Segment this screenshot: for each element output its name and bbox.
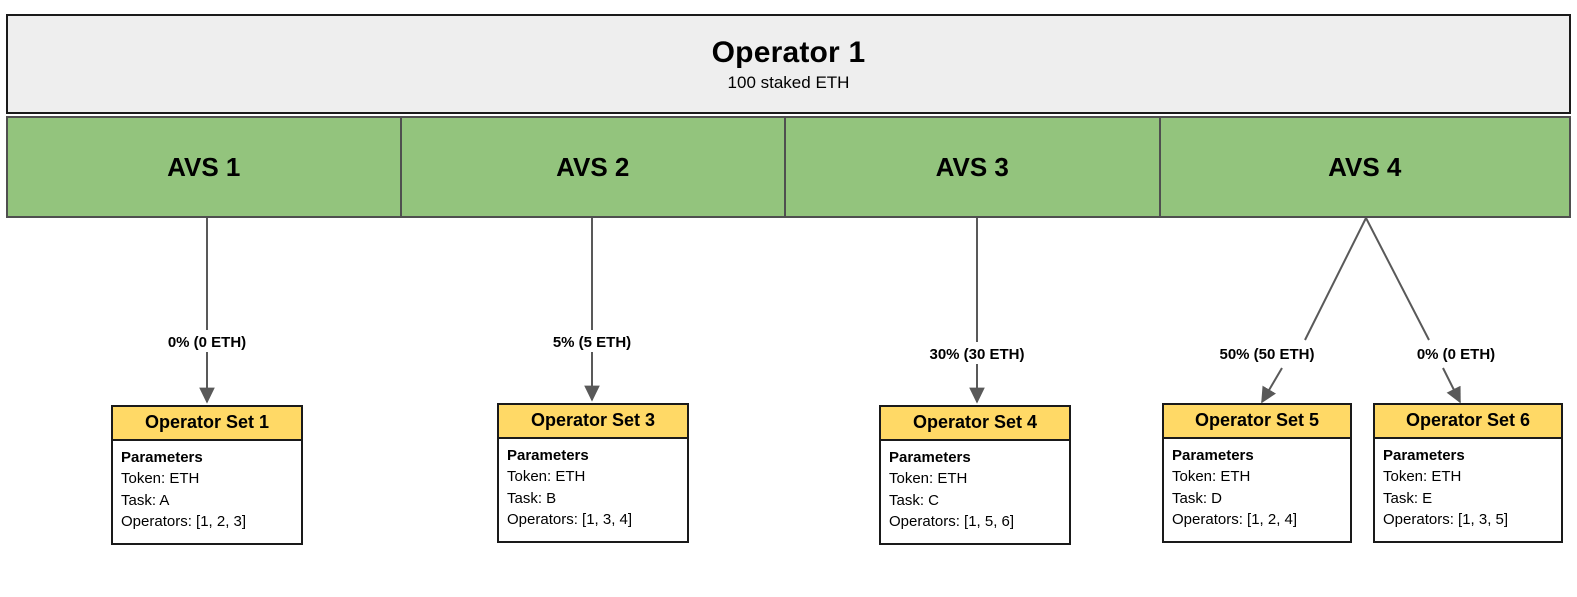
edge-label-avs3-opset4: 30% (30 ETH)	[926, 345, 1028, 364]
edge-avs4-opset6-upper	[1365, 217, 1430, 341]
parameters-label-6: Parameters	[1383, 447, 1465, 464]
operator-set-body-4: Parameters Token: ETH Task: C Operators:…	[881, 441, 1069, 540]
operator-set-title-1: Operator Set 1	[113, 407, 301, 441]
avs-label-4: AVS 4	[1328, 151, 1402, 182]
operator-set-body-5: Parameters Token: ETH Task: D Operators:…	[1164, 439, 1350, 538]
operators-line-4: Operators: [1, 5, 6]	[889, 512, 1015, 530]
operators-line-5: Operators: [1, 2, 4]	[1172, 510, 1298, 528]
operator-set-body-6: Parameters Token: ETH Task: E Operators:…	[1375, 439, 1561, 538]
parameters-label-3: Parameters	[507, 447, 589, 464]
edge-label-avs4-opset6: 0% (0 ETH)	[1413, 345, 1499, 364]
task-line-1: Task: A	[121, 491, 170, 509]
edge-label-avs1-opset1: 0% (0 ETH)	[164, 333, 250, 352]
edge-avs4-opset5-upper	[1304, 217, 1367, 341]
avs-cell-3[interactable]: AVS 3	[784, 116, 1161, 218]
edge-label-avs4-opset5: 50% (50 ETH)	[1216, 345, 1318, 364]
page-title: Operator 1	[711, 35, 866, 69]
token-line-3: Token: ETH	[507, 468, 586, 486]
operator-set-title-3: Operator Set 3	[499, 405, 687, 439]
avs-cell-4[interactable]: AVS 4	[1158, 116, 1571, 218]
avs-label-3: AVS 3	[935, 151, 1009, 182]
avs-cell-2[interactable]: AVS 2	[399, 116, 787, 218]
operator-set-body-3: Parameters Token: ETH Task: B Operators:…	[499, 439, 687, 538]
token-line-5: Token: ETH	[1172, 468, 1251, 486]
operators-line-3: Operators: [1, 3, 4]	[507, 510, 633, 528]
edge-avs4-opset6-lower	[1442, 367, 1461, 404]
token-line-6: Token: ETH	[1383, 468, 1462, 486]
edge-avs4-opset5-lower	[1261, 367, 1283, 404]
task-line-3: Task: B	[507, 489, 557, 507]
operator-set-box-3[interactable]: Operator Set 3 Parameters Token: ETH Tas…	[497, 403, 689, 543]
task-line-6: Task: E	[1383, 489, 1433, 507]
token-line-1: Token: ETH	[121, 470, 200, 488]
edge-label-avs2-opset3: 5% (5 ETH)	[549, 333, 635, 352]
operator-set-box-1[interactable]: Operator Set 1 Parameters Token: ETH Tas…	[111, 405, 303, 545]
avs-cell-1[interactable]: AVS 1	[6, 116, 402, 218]
parameters-label-5: Parameters	[1172, 447, 1254, 464]
avs-label-1: AVS 1	[167, 151, 241, 182]
operator-set-box-4[interactable]: Operator Set 4 Parameters Token: ETH Tas…	[879, 405, 1071, 545]
operator-set-box-5[interactable]: Operator Set 5 Parameters Token: ETH Tas…	[1162, 403, 1352, 543]
operator-stake-subtitle: 100 staked ETH	[727, 72, 850, 92]
operator-set-body-1: Parameters Token: ETH Task: A Operators:…	[113, 441, 301, 540]
operators-line-6: Operators: [1, 3, 5]	[1383, 510, 1509, 528]
operator-set-title-4: Operator Set 4	[881, 407, 1069, 441]
avs-label-2: AVS 2	[556, 151, 630, 182]
task-line-5: Task: D	[1172, 489, 1223, 507]
operator-set-title-5: Operator Set 5	[1164, 405, 1350, 439]
task-line-4: Task: C	[889, 491, 940, 509]
avs-row: AVS 1 AVS 2 AVS 3 AVS 4	[6, 116, 1571, 218]
operator-set-title-6: Operator Set 6	[1375, 405, 1561, 439]
operators-line-1: Operators: [1, 2, 3]	[121, 512, 247, 530]
parameters-label-1: Parameters	[121, 449, 203, 466]
token-line-4: Token: ETH	[889, 470, 968, 488]
parameters-label-4: Parameters	[889, 449, 971, 466]
operator-header-box: Operator 1 100 staked ETH	[6, 14, 1571, 114]
operator-set-box-6[interactable]: Operator Set 6 Parameters Token: ETH Tas…	[1373, 403, 1563, 543]
